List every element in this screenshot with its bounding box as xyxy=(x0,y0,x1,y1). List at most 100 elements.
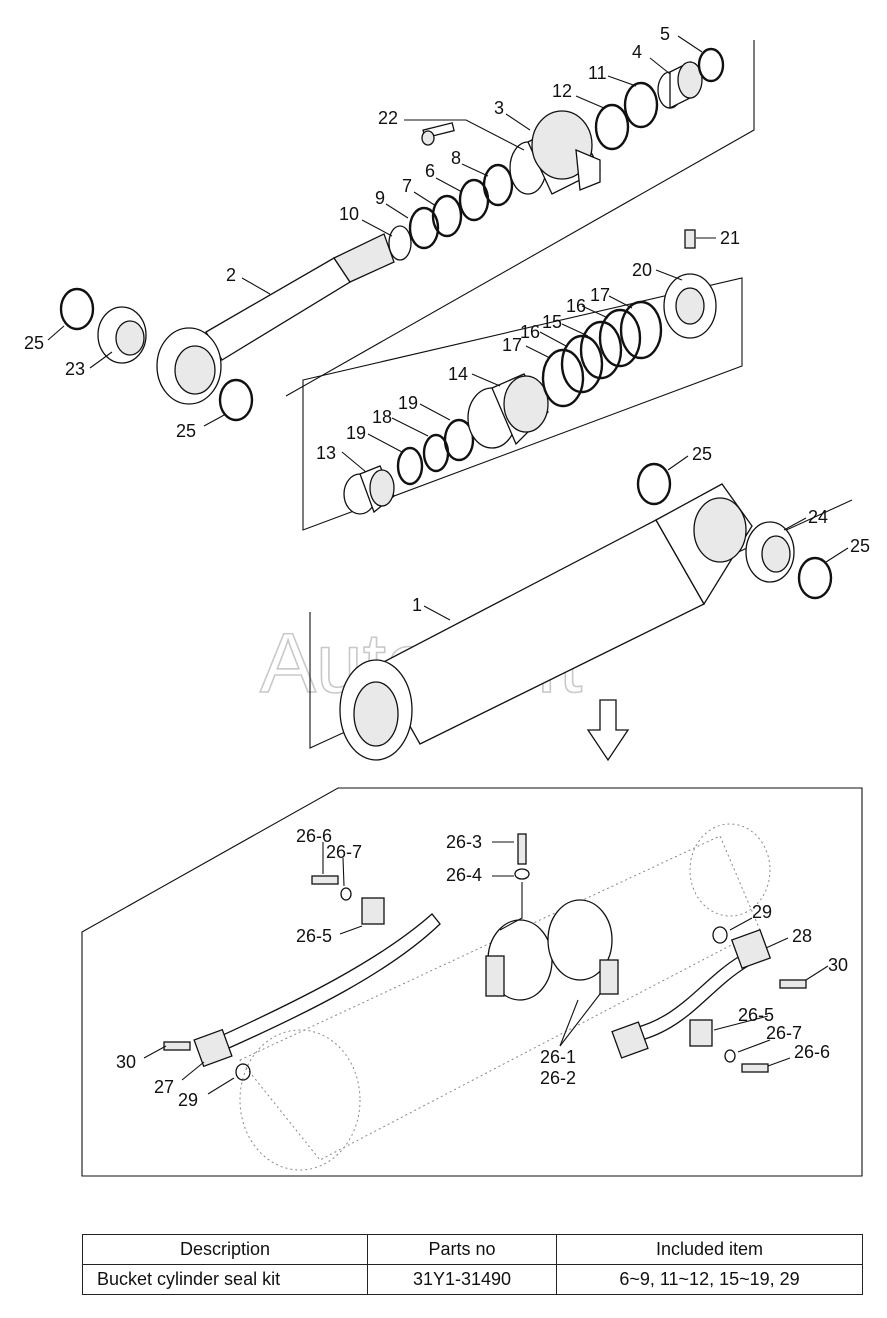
label-26-5-a: 26-5 xyxy=(296,926,332,946)
label-25-c: 25 xyxy=(692,444,712,464)
header-included-item: Included item xyxy=(556,1234,863,1265)
seal-kit-table: Description Parts no Included item Bucke… xyxy=(82,1234,863,1295)
label-26-4: 26-4 xyxy=(446,865,482,885)
rod-seal-set xyxy=(388,163,514,261)
washer-26-4 xyxy=(514,868,530,880)
cell-included-item: 6~9, 11~12, 15~19, 29 xyxy=(556,1264,863,1295)
o-ring-29-right xyxy=(712,926,728,944)
label-25-b: 25 xyxy=(176,421,196,441)
bolt-26-6-right xyxy=(741,1063,769,1073)
label-29-a: 29 xyxy=(752,902,772,922)
part-labels: 5 4 11 12 3 22 8 6 7 9 10 2 25 23 25 21 … xyxy=(24,24,870,1110)
nut-20 xyxy=(663,273,717,339)
label-30-b: 30 xyxy=(116,1052,136,1072)
label-30-a: 30 xyxy=(828,955,848,975)
bushing-23 xyxy=(97,306,147,364)
table-row: Bucket cylinder seal kit 31Y1-31490 6~9,… xyxy=(82,1264,863,1295)
label-6: 6 xyxy=(425,161,435,181)
backup-ring-19b xyxy=(443,418,475,462)
seal-16a xyxy=(560,334,604,394)
label-13: 13 xyxy=(316,443,336,463)
label-26-3: 26-3 xyxy=(446,832,482,852)
label-25-d: 25 xyxy=(850,536,870,556)
label-21: 21 xyxy=(720,228,740,248)
cell-description: Bucket cylinder seal kit xyxy=(82,1264,368,1295)
bushing-24 xyxy=(745,521,795,583)
rod-cover xyxy=(509,110,601,195)
flange-27 xyxy=(193,1028,233,1068)
label-26-6-b: 26-6 xyxy=(794,1042,830,1062)
cell-parts-no: 31Y1-31490 xyxy=(367,1264,557,1295)
bolt-26-3 xyxy=(517,833,527,865)
flange-28 xyxy=(730,928,772,970)
pipe-group-frame xyxy=(81,787,863,1177)
label-22: 22 xyxy=(378,108,398,128)
label-8: 8 xyxy=(451,148,461,168)
label-3: 3 xyxy=(494,98,504,118)
label-20: 20 xyxy=(632,260,652,280)
label-26-7-a: 26-7 xyxy=(326,842,362,862)
dust-seal-25-left xyxy=(59,287,95,331)
dust-seal-25-rod xyxy=(218,378,254,422)
exploded-parts-diagram: AutoSoft xyxy=(24,24,870,1177)
clamp-26-1 xyxy=(485,919,553,1001)
piston-14 xyxy=(467,373,549,449)
label-16-b: 16 xyxy=(520,322,540,342)
label-26-2: 26-2 xyxy=(540,1068,576,1088)
pipe-28 xyxy=(624,955,749,1043)
table-header-row: Description Parts no Included item xyxy=(82,1234,863,1265)
backup-ring-19a xyxy=(396,446,424,486)
snap-ring-5 xyxy=(697,47,725,83)
piston-rod xyxy=(156,233,395,405)
label-19-a: 19 xyxy=(398,393,418,413)
o-ring-29-left xyxy=(235,1063,251,1081)
clamp-26-2 xyxy=(547,899,619,995)
label-24: 24 xyxy=(808,507,828,527)
o-ring-11 xyxy=(623,81,659,129)
label-26-1: 26-1 xyxy=(540,1047,576,1067)
bushing-4 xyxy=(657,60,703,110)
leader-lines xyxy=(47,35,849,1095)
bolt-30-right xyxy=(779,979,807,989)
label-11: 11 xyxy=(588,63,607,83)
dust-seal-25-tube xyxy=(636,462,672,506)
bracket-26-5-left xyxy=(361,897,385,925)
label-28: 28 xyxy=(792,926,812,946)
label-18: 18 xyxy=(372,407,392,427)
label-12: 12 xyxy=(552,81,572,101)
rod-group-frame xyxy=(285,40,755,397)
label-26-7-b: 26-7 xyxy=(766,1023,802,1043)
label-5: 5 xyxy=(660,24,670,44)
bolt-22 xyxy=(421,122,455,146)
label-16-a: 16 xyxy=(566,296,586,316)
label-27: 27 xyxy=(154,1077,174,1097)
washer-26-7-left xyxy=(340,887,352,901)
label-15: 15 xyxy=(542,312,562,332)
label-29-b: 29 xyxy=(178,1090,198,1110)
dust-seal-25-right xyxy=(797,556,833,600)
label-14: 14 xyxy=(448,364,468,384)
set-screw-21 xyxy=(684,229,696,249)
cushion-ring-13 xyxy=(343,465,395,515)
label-7: 7 xyxy=(402,176,412,196)
label-19-b: 19 xyxy=(346,423,366,443)
label-9: 9 xyxy=(375,188,385,208)
label-4: 4 xyxy=(632,42,642,62)
label-25-a: 25 xyxy=(24,333,44,353)
wear-ring-17b xyxy=(619,300,663,360)
bracket-26-5-right xyxy=(689,1019,713,1047)
label-10: 10 xyxy=(339,204,359,224)
pipe-27 xyxy=(211,913,441,1053)
piston-seal-15 xyxy=(579,320,623,380)
washer-26-7-right xyxy=(724,1049,736,1063)
bolt-30-left xyxy=(163,1041,191,1051)
bolt-26-6-left xyxy=(311,875,339,885)
label-17-a: 17 xyxy=(590,285,610,305)
cylinder-tube xyxy=(339,483,753,761)
label-1: 1 xyxy=(412,595,422,615)
seal-16b xyxy=(598,308,642,368)
wear-ring-17a xyxy=(541,348,585,408)
arrow-down xyxy=(586,699,630,762)
backup-ring-12 xyxy=(594,103,630,151)
flange-28-lower xyxy=(611,1021,649,1059)
